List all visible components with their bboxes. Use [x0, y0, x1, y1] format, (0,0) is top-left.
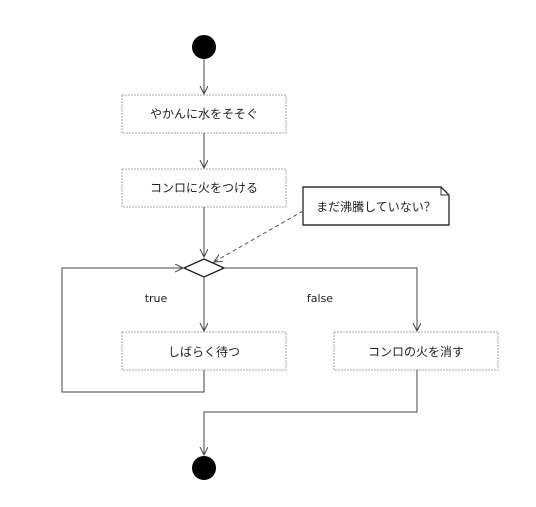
edge-turnoff-to-end: [204, 370, 418, 455]
decision-node: [182, 258, 226, 278]
action-pour-water: やかんに水をそそぐ: [121, 94, 287, 134]
action-light-stove: コンロに火をつける: [121, 168, 287, 208]
edge-note-to-decision: [214, 210, 304, 262]
guard-false-label: false: [307, 292, 333, 305]
edge-decision-to-turnoff: [224, 267, 417, 331]
guard-true-label: true: [145, 292, 168, 305]
action-turn-off-label: コンロの火を消す: [368, 345, 464, 359]
initial-node: [192, 35, 216, 59]
action-wait: しばらく待つ: [121, 331, 287, 371]
note-label: まだ沸騰していない？: [316, 199, 436, 214]
edge-wait-loop-to-decision: [61, 268, 205, 393]
action-light-stove-label: コンロに火をつける: [150, 181, 258, 195]
action-wait-label: しばらく待つ: [168, 345, 240, 359]
action-pour-water-label: やかんに水をそそぐ: [150, 107, 258, 121]
note: まだ沸騰していない？: [302, 186, 450, 226]
final-node: [192, 456, 216, 480]
action-turn-off: コンロの火を消す: [333, 331, 499, 371]
